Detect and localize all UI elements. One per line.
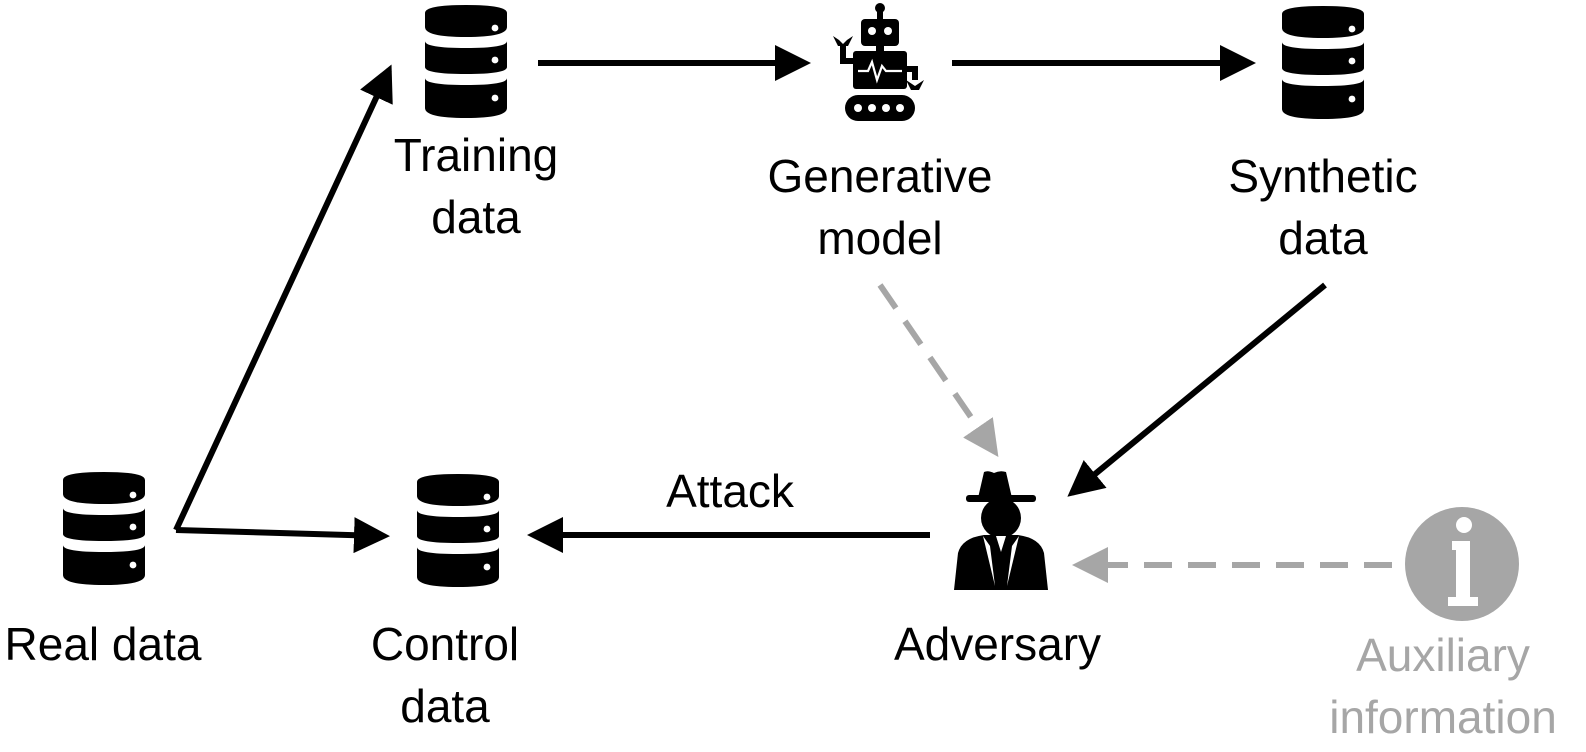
node-label-auxiliary: Auxiliary information <box>1329 629 1557 743</box>
node-label-adversary: Adversary <box>893 618 1102 670</box>
synthetic-database-icon <box>1282 6 1364 119</box>
edge-real-to-training <box>173 64 393 532</box>
node-label-training: Training data <box>393 129 559 243</box>
spy-icon <box>954 471 1048 590</box>
control-database-icon <box>417 474 499 587</box>
edge-synthetic-to-adversary <box>1067 282 1327 497</box>
edge-generative-to-adversary <box>877 283 999 457</box>
node-label-control: Control data <box>370 618 520 732</box>
node-label-synthetic: Synthetic data <box>1228 150 1418 264</box>
info-icon <box>1405 507 1519 621</box>
node-label-real: Real data <box>4 618 202 670</box>
node-label-generative: Generative model <box>767 150 993 264</box>
edge-label-attack: Attack <box>666 465 794 517</box>
robot-icon <box>833 3 924 121</box>
edge-real-to-control <box>175 517 390 554</box>
training-database-icon <box>425 5 507 118</box>
real-database-icon <box>63 472 145 585</box>
